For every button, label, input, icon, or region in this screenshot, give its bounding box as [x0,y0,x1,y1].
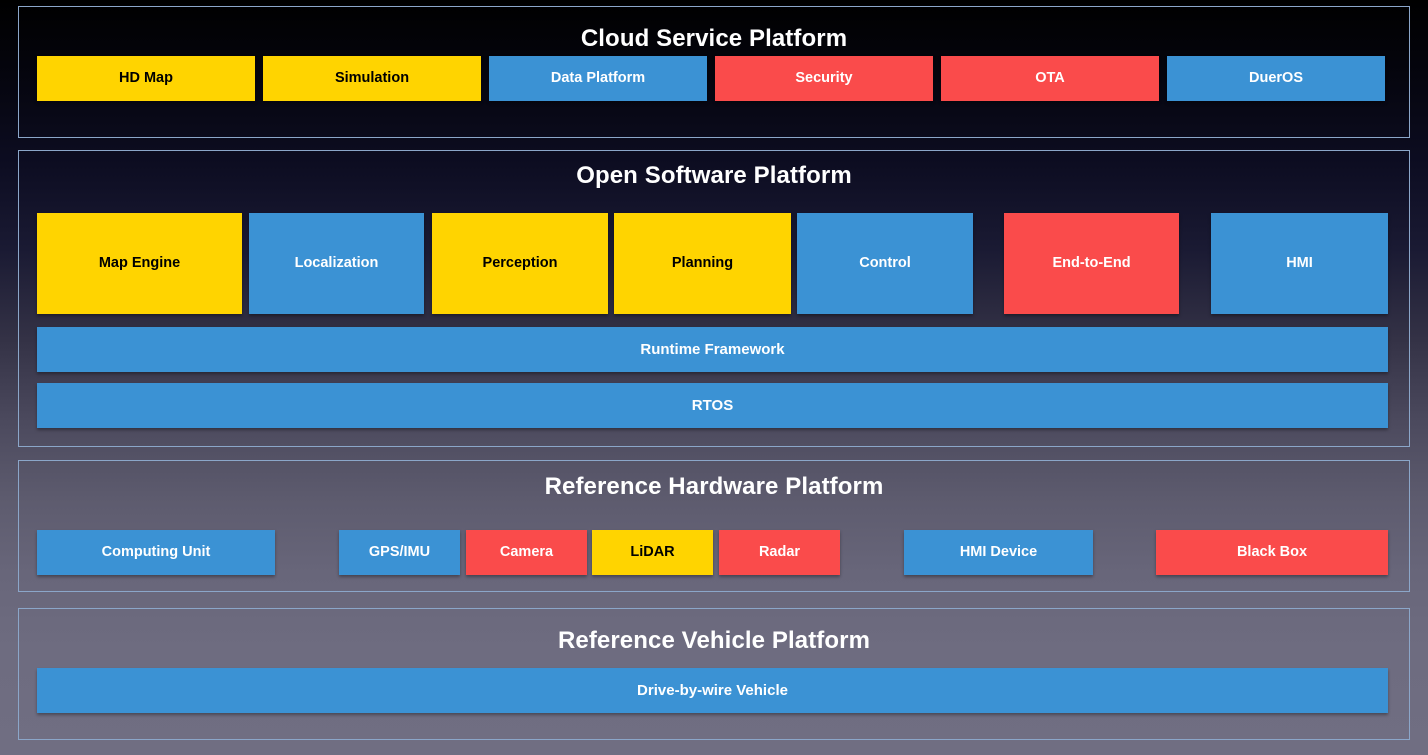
software-bar-runtime-framework[interactable]: Runtime Framework [37,327,1388,372]
cloud-block-simulation[interactable]: Simulation [263,56,481,101]
layer-title-software: Open Software Platform [576,162,852,189]
software-module-perception[interactable]: Perception [432,213,608,314]
layer-title-cloud: Cloud Service Platform [580,25,848,52]
hardware-block-gps-imu[interactable]: GPS/IMU [339,530,460,575]
software-module-map-engine[interactable]: Map Engine [37,213,242,314]
hardware-block-black-box[interactable]: Black Box [1156,530,1388,575]
hardware-block-camera[interactable]: Camera [466,530,587,575]
layer-reference-hardware-platform: Reference Hardware Platform Computing Un… [18,460,1410,592]
software-module-hmi[interactable]: HMI [1211,213,1388,314]
cloud-block-dueros[interactable]: DuerOS [1167,56,1385,101]
software-module-planning[interactable]: Planning [614,213,791,314]
software-bar-rtos[interactable]: RTOS [37,383,1388,428]
hardware-block-lidar[interactable]: LiDAR [592,530,713,575]
layer-cloud-service-platform: Cloud Service Platform HD Map Simulation… [18,6,1410,138]
hardware-block-radar[interactable]: Radar [719,530,840,575]
software-module-end-to-end[interactable]: End-to-End [1004,213,1179,314]
cloud-block-hd-map[interactable]: HD Map [37,56,255,101]
layer-title-vehicle: Reference Vehicle Platform [557,627,871,654]
layer-open-software-platform: Open Software Platform Map Engine Locali… [18,150,1410,447]
cloud-block-security[interactable]: Security [715,56,933,101]
cloud-block-data-platform[interactable]: Data Platform [489,56,707,101]
layer-title-hardware: Reference Hardware Platform [544,473,884,500]
vehicle-block-drive-by-wire[interactable]: Drive-by-wire Vehicle [37,668,1388,713]
software-module-localization[interactable]: Localization [249,213,424,314]
hardware-block-hmi-device[interactable]: HMI Device [904,530,1093,575]
hardware-block-computing-unit[interactable]: Computing Unit [37,530,275,575]
cloud-block-ota[interactable]: OTA [941,56,1159,101]
software-module-control[interactable]: Control [797,213,973,314]
layer-reference-vehicle-platform: Reference Vehicle Platform Drive-by-wire… [18,608,1410,740]
